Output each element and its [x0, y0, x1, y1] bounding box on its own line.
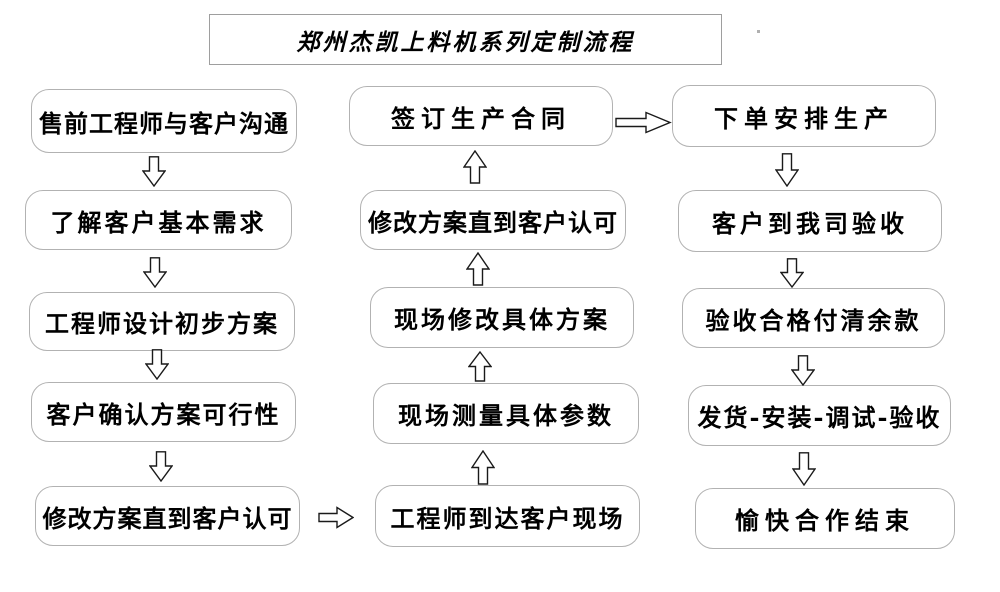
arrow-down-icon — [145, 349, 169, 380]
step-happy-cooperation-end: 愉快合作结束 — [695, 488, 955, 549]
arrow-down-icon — [149, 451, 173, 482]
arrow-down-icon — [143, 257, 167, 288]
step-understand-basic-needs: 了解客户基本需求 — [25, 190, 292, 250]
step-engineer-arrives-onsite: 工程师到达客户现场 — [375, 485, 640, 547]
step-onsite-measure-parameters: 现场测量具体参数 — [373, 383, 639, 444]
arrow-up-icon — [466, 252, 490, 286]
arrow-up-icon — [463, 150, 487, 184]
step-customer-acceptance-visit: 客户到我司验收 — [678, 190, 942, 252]
diagram-title: 郑州杰凯上料机系列定制流程 — [296, 28, 635, 56]
step-presales-communication: 售前工程师与客户沟通 — [31, 89, 297, 153]
step-ship-install-debug-accept: 发货-安装-调试-验收 — [688, 385, 951, 446]
step-place-order-production: 下单安排生产 — [672, 85, 936, 147]
step-revise-until-approved-onsite: 修改方案直到客户认可 — [360, 190, 626, 250]
step-sign-production-contract: 签订生产合同 — [349, 86, 613, 146]
step-pay-remaining-balance: 验收合格付清余款 — [682, 288, 945, 348]
arrow-down-icon — [791, 355, 815, 386]
arrow-down-icon — [780, 258, 804, 288]
arrow-right-icon — [615, 111, 672, 134]
arrow-down-icon — [775, 153, 799, 187]
scan-artifact-dot — [757, 30, 760, 33]
step-revise-until-approved: 修改方案直到客户认可 — [35, 486, 300, 546]
diagram-title-box: 郑州杰凯上料机系列定制流程 — [209, 14, 722, 65]
arrow-down-icon — [792, 452, 816, 486]
arrow-up-icon — [468, 351, 492, 382]
arrow-down-icon — [142, 156, 166, 187]
step-engineer-initial-design: 工程师设计初步方案 — [29, 292, 295, 351]
step-onsite-revise-plan: 现场修改具体方案 — [370, 287, 634, 348]
arrow-up-icon — [471, 450, 495, 485]
step-customer-confirm-feasibility: 客户确认方案可行性 — [31, 382, 296, 442]
arrow-right-icon — [318, 506, 354, 529]
